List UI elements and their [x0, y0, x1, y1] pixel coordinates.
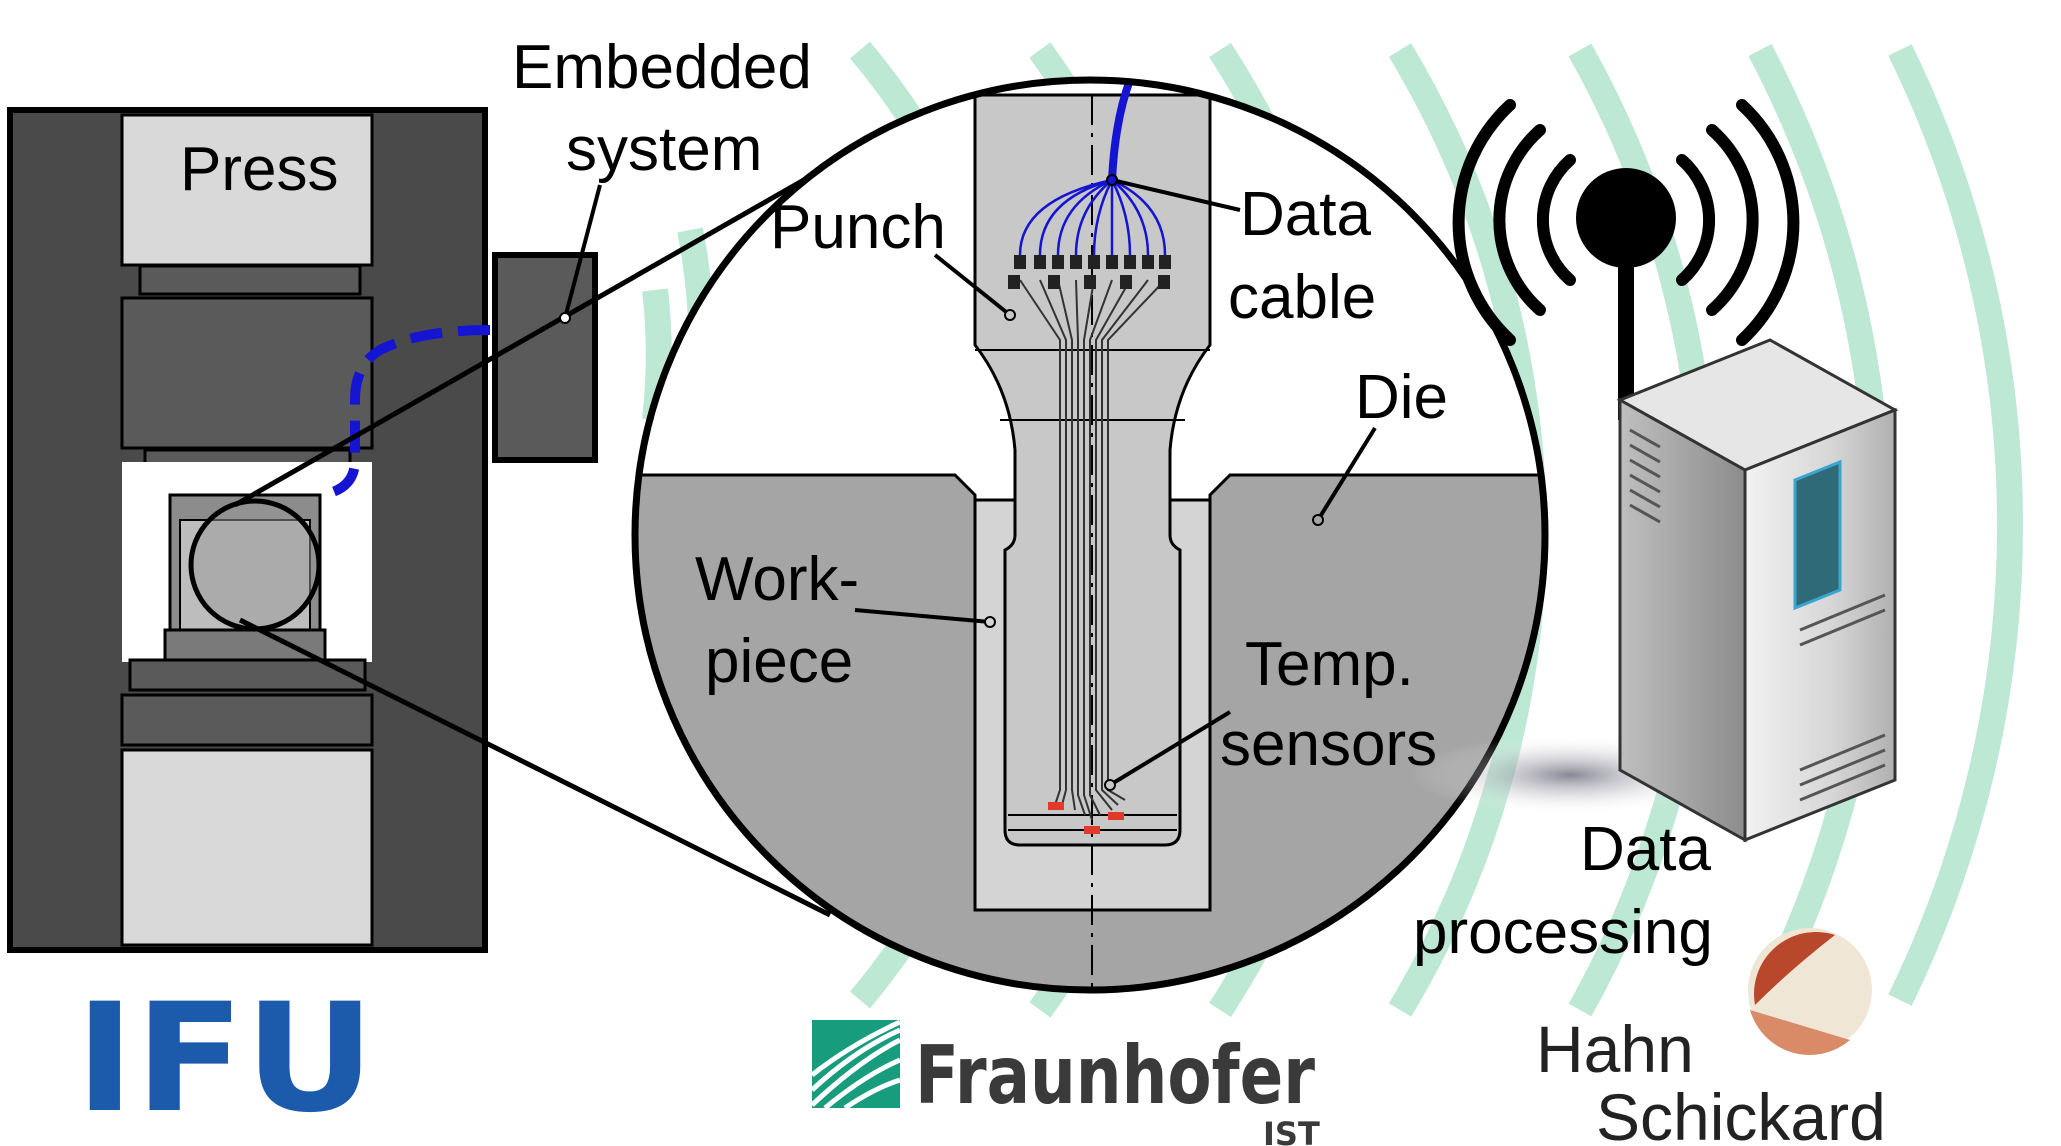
zoom-line-top [233, 162, 832, 508]
temp-sensors-pointer [1108, 710, 1232, 787]
sensor-wires [1019, 279, 1166, 821]
workpiece-label-line2: piece [705, 627, 853, 696]
workpiece-label-line1: Work- [695, 545, 859, 614]
die-body [635, 473, 1545, 990]
data-cable-pointer [1111, 178, 1241, 212]
temp-sensors-label-line1: Temp. [1245, 630, 1414, 699]
embedded-label-line2: system [566, 115, 762, 184]
fraunhofer-logo-icon [810, 1019, 902, 1111]
server-icon [1410, 338, 1899, 843]
workpiece-pointer [854, 608, 991, 624]
die-label: Die [1355, 363, 1448, 432]
press-label: Press [180, 135, 338, 204]
embedded-pointer [563, 184, 602, 319]
data-processing-label-line1: Data [1580, 815, 1711, 884]
cable-fanout [1018, 178, 1167, 256]
zoom-detail-circle [631, 76, 1549, 994]
fraunhofer-ist-text: IST [1263, 1115, 1320, 1146]
hahn-schickard-logo-icon [1748, 928, 1872, 1055]
embedded-label-line1: Embedded [512, 33, 812, 102]
temp-sensors-label-line2: sensors [1220, 710, 1437, 779]
data-processing-label-line2: processing [1413, 898, 1713, 967]
embedded-cable-dashed [319, 325, 491, 500]
temp-sensors [1048, 802, 1124, 834]
data-cable-label-line1: Data [1240, 180, 1371, 249]
zoom-line-bottom [238, 617, 832, 918]
punch-label: Punch [770, 193, 946, 262]
wire-connectors [1008, 255, 1171, 289]
fraunhofer-logo-text: Fraunhofer [915, 1029, 1315, 1122]
schickard-logo-text: Schickard [1596, 1080, 1886, 1146]
punch-pointer [933, 253, 1012, 317]
ifu-logo: IFU [75, 972, 375, 1146]
die-pointer [1316, 426, 1377, 522]
data-cable [1108, 80, 1134, 181]
data-cable-label-line2: cable [1228, 263, 1376, 332]
hahn-logo-text: Hahn [1536, 1012, 1694, 1086]
wireless-antenna-icon [1452, 99, 1800, 420]
press-machine [7, 107, 598, 953]
